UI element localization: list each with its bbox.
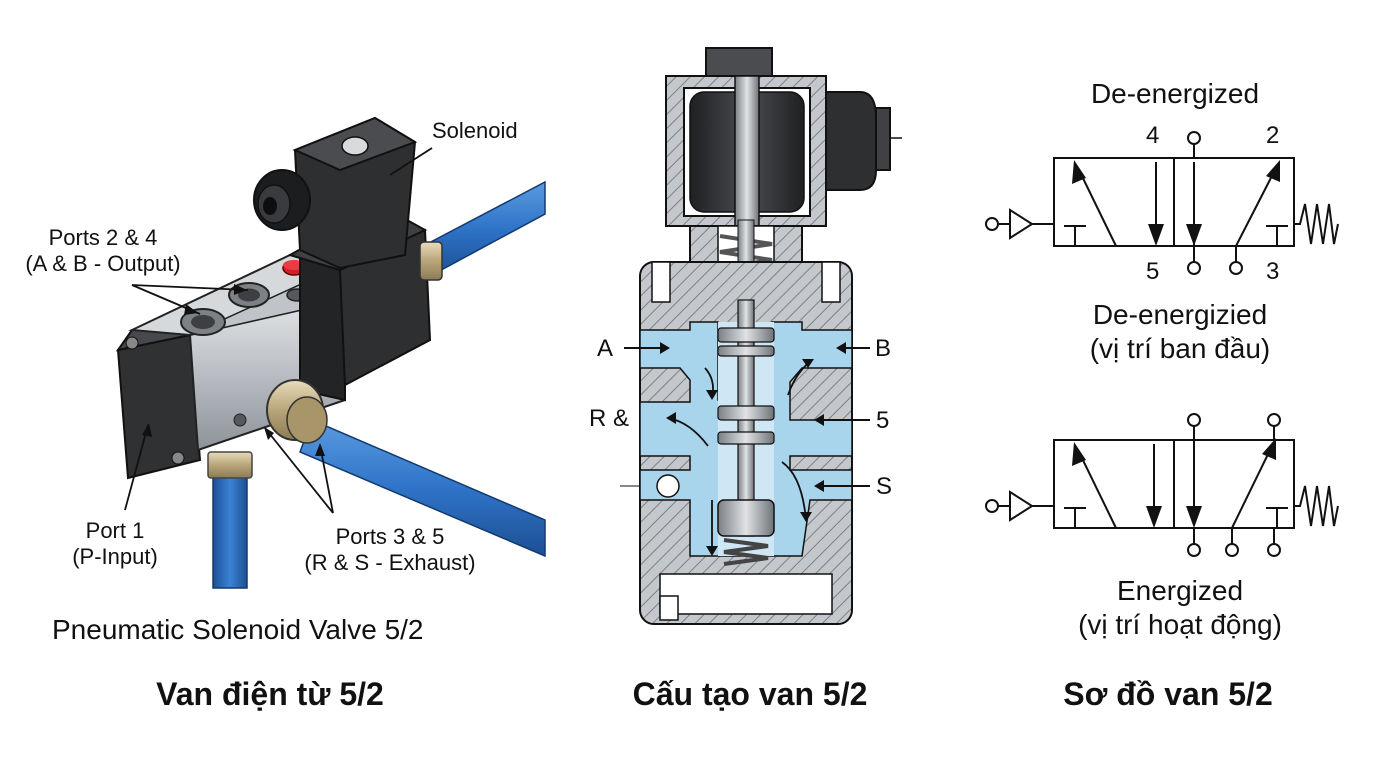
- symbol-port-2: 2: [1266, 122, 1280, 149]
- solenoid-label: Solenoid: [432, 118, 518, 143]
- symbol-arrowheads: [1072, 160, 1280, 528]
- valve-symbol-panel: De-energized 4 2 5 3 De-energizied (vị t…: [960, 0, 1376, 768]
- solenoid-coil: [253, 116, 443, 402]
- port1-label-line2: (P-Input): [72, 544, 158, 569]
- ports-35-label-line2: (R & S - Exhaust): [304, 550, 476, 575]
- solenoid-housing: [665, 75, 902, 227]
- symbol-de-energized: [985, 131, 1339, 275]
- port-5-label: 5: [876, 407, 890, 434]
- ports-35-label-line1: Ports 3 & 5: [335, 524, 445, 549]
- port1-label: Port 1 (P-Input): [40, 518, 190, 570]
- ports-24-label: Ports 2 & 4 (A & B - Output): [8, 225, 198, 277]
- port1-label-line1: Port 1: [85, 518, 145, 543]
- ports-24-label-line2: (A & B - Output): [25, 251, 181, 276]
- valve-symbol-drawing: [985, 131, 1339, 557]
- valve-illustration-panel: Solenoid Ports 2 & 4 (A & B - Output) Po…: [0, 0, 546, 768]
- symbol-top-caption: De-energizied (vị trí ban đầu): [1040, 298, 1320, 366]
- port-label-arrowheads: [660, 342, 846, 492]
- flow-arrowheads: [666, 359, 814, 556]
- symbol-bottom-caption-line2: (vị trí hoạt động): [1078, 609, 1282, 640]
- tube-vertical: [207, 451, 253, 589]
- cross-section-caption: Cấu tạo van 5/2: [632, 676, 868, 712]
- symbol-top-caption-line2: (vị trí ban đầu): [1089, 333, 1271, 364]
- symbol-port-5: 5: [1146, 258, 1160, 285]
- symbol-top-caption-line1: De-energizied: [1092, 299, 1268, 330]
- top-nut: [705, 47, 773, 77]
- symbol-bottom-caption: Energized (vị trí hoạt động): [1040, 574, 1320, 642]
- valve-caption: Van điện từ 5/2: [156, 676, 384, 712]
- solenoid-valve-drawing: [115, 116, 546, 589]
- symbol-caption: Sơ đồ van 5/2: [1063, 676, 1273, 712]
- symbol-energized: [985, 413, 1339, 557]
- tube-upper-right: [424, 180, 546, 277]
- port-b-label: B: [875, 335, 892, 362]
- valve-cross-section-drawing: [620, 47, 902, 625]
- port-s-label: S: [876, 473, 893, 500]
- port-a-label: A: [597, 335, 614, 362]
- cross-section-panel: A B R & 5 S Cấu tạo van 5/2: [540, 0, 960, 768]
- front-fitting: [266, 379, 328, 444]
- symbol-top-title: De-energized: [1090, 78, 1260, 109]
- symbol-port-4: 4: [1146, 122, 1160, 149]
- ports-35-label: Ports 3 & 5 (R & S - Exhaust): [280, 524, 500, 576]
- symbol-port-3: 3: [1266, 258, 1280, 285]
- end-cap: [115, 316, 205, 480]
- symbol-bottom-caption-line1: Energized: [1116, 575, 1244, 606]
- spool: [717, 299, 775, 566]
- ports-24-label-line1: Ports 2 & 4: [48, 225, 158, 250]
- valve-subtitle: Pneumatic Solenoid Valve 5/2: [52, 614, 424, 645]
- leader-arrowheads: [142, 284, 325, 456]
- port-r-label: R &: [589, 405, 630, 432]
